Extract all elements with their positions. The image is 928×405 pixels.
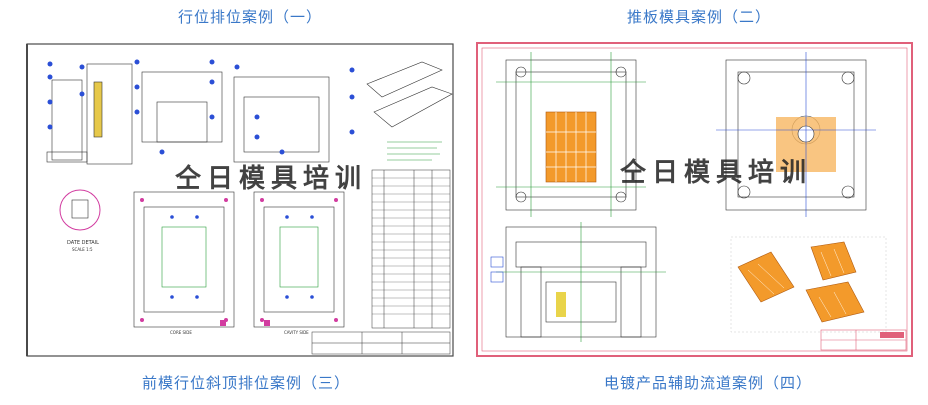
mold-layout-drawing-right[interactable] [476, 42, 913, 357]
mold-layout-drawing-left[interactable]: DATE DETAIL SCALE 1:5 CORE SIDE CAVITY S… [22, 42, 455, 360]
watermark-right: 仝日模具培训 [620, 158, 813, 188]
caption-case-2: 推板模具案例（二） [627, 8, 772, 26]
watermark-left: 仝日模具培训 [175, 164, 368, 194]
caption-case-1: 行位排位案例（一） [178, 8, 323, 26]
cavity-side-label: CAVITY SIDE [284, 330, 309, 335]
caption-case-3: 前模行位斜顶排位案例（三） [142, 374, 351, 392]
core-side-label: CORE SIDE [170, 330, 192, 335]
caption-case-4: 电镀产品辅助流道案例（四） [604, 374, 813, 392]
left-drawing-canvas: DATE DETAIL SCALE 1:5 CORE SIDE CAVITY S… [26, 43, 454, 357]
right-drawing-canvas [476, 42, 913, 357]
date-detail-scale: SCALE 1:5 [72, 247, 93, 252]
date-detail-label: DATE DETAIL [67, 240, 99, 246]
